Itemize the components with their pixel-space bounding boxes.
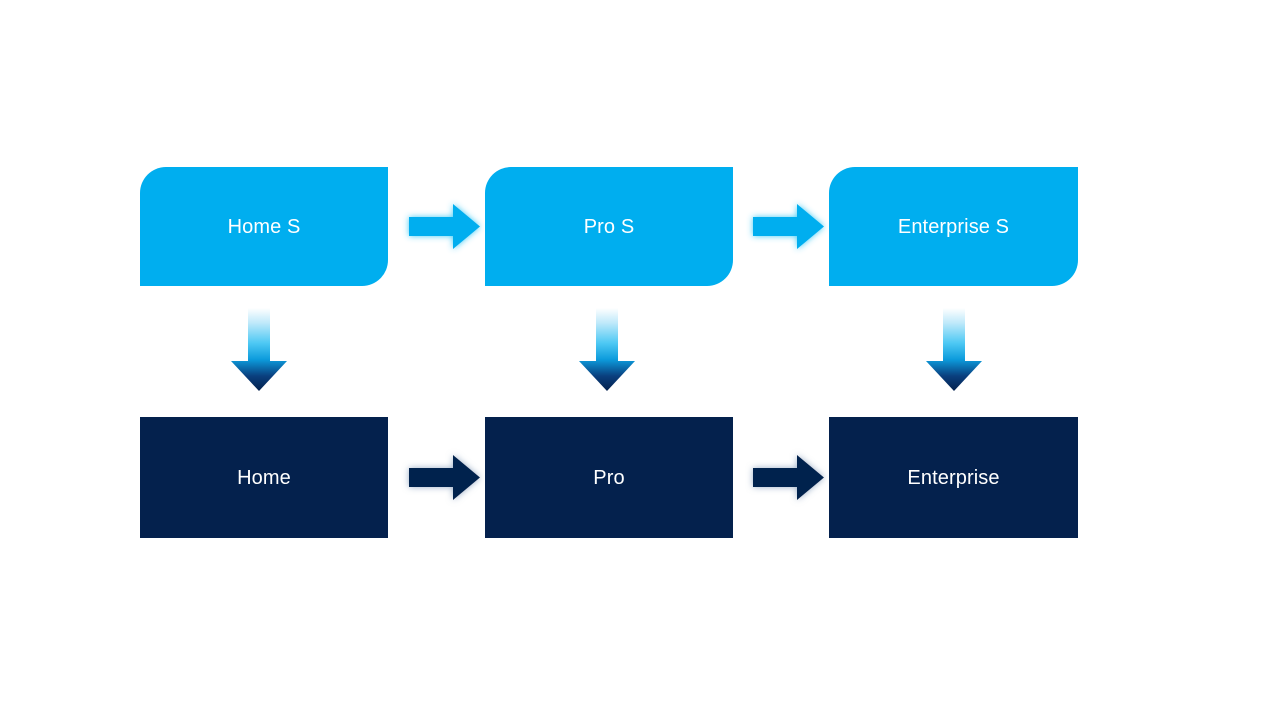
node-home-s[interactable]: Home S <box>140 167 388 286</box>
node-label: Home <box>237 466 291 489</box>
arrow-right-icon-home-s-to-pro-s <box>409 203 481 250</box>
node-enterprise-s[interactable]: Enterprise S <box>829 167 1078 286</box>
node-label: Home S <box>227 215 301 238</box>
arrow-right-icon-pro-s-to-enterprise-s <box>753 203 825 250</box>
arrow-down-icon-pro-s-to-pro <box>578 308 636 392</box>
node-label: Enterprise S <box>897 215 1010 238</box>
node-label: Pro <box>593 466 625 489</box>
arrow-down-icon-home-s-to-home <box>230 308 288 392</box>
arrow-right-icon-home-to-pro <box>409 454 481 501</box>
node-home[interactable]: Home <box>140 417 388 538</box>
node-label: Pro S <box>583 215 635 238</box>
node-pro-s[interactable]: Pro S <box>485 167 733 286</box>
arrow-down-icon-enterprise-s-to-enterprise <box>925 308 983 392</box>
node-label: Enterprise <box>907 466 1000 489</box>
node-enterprise[interactable]: Enterprise <box>829 417 1078 538</box>
arrow-right-icon-pro-to-enterprise <box>753 454 825 501</box>
node-pro[interactable]: Pro <box>485 417 733 538</box>
